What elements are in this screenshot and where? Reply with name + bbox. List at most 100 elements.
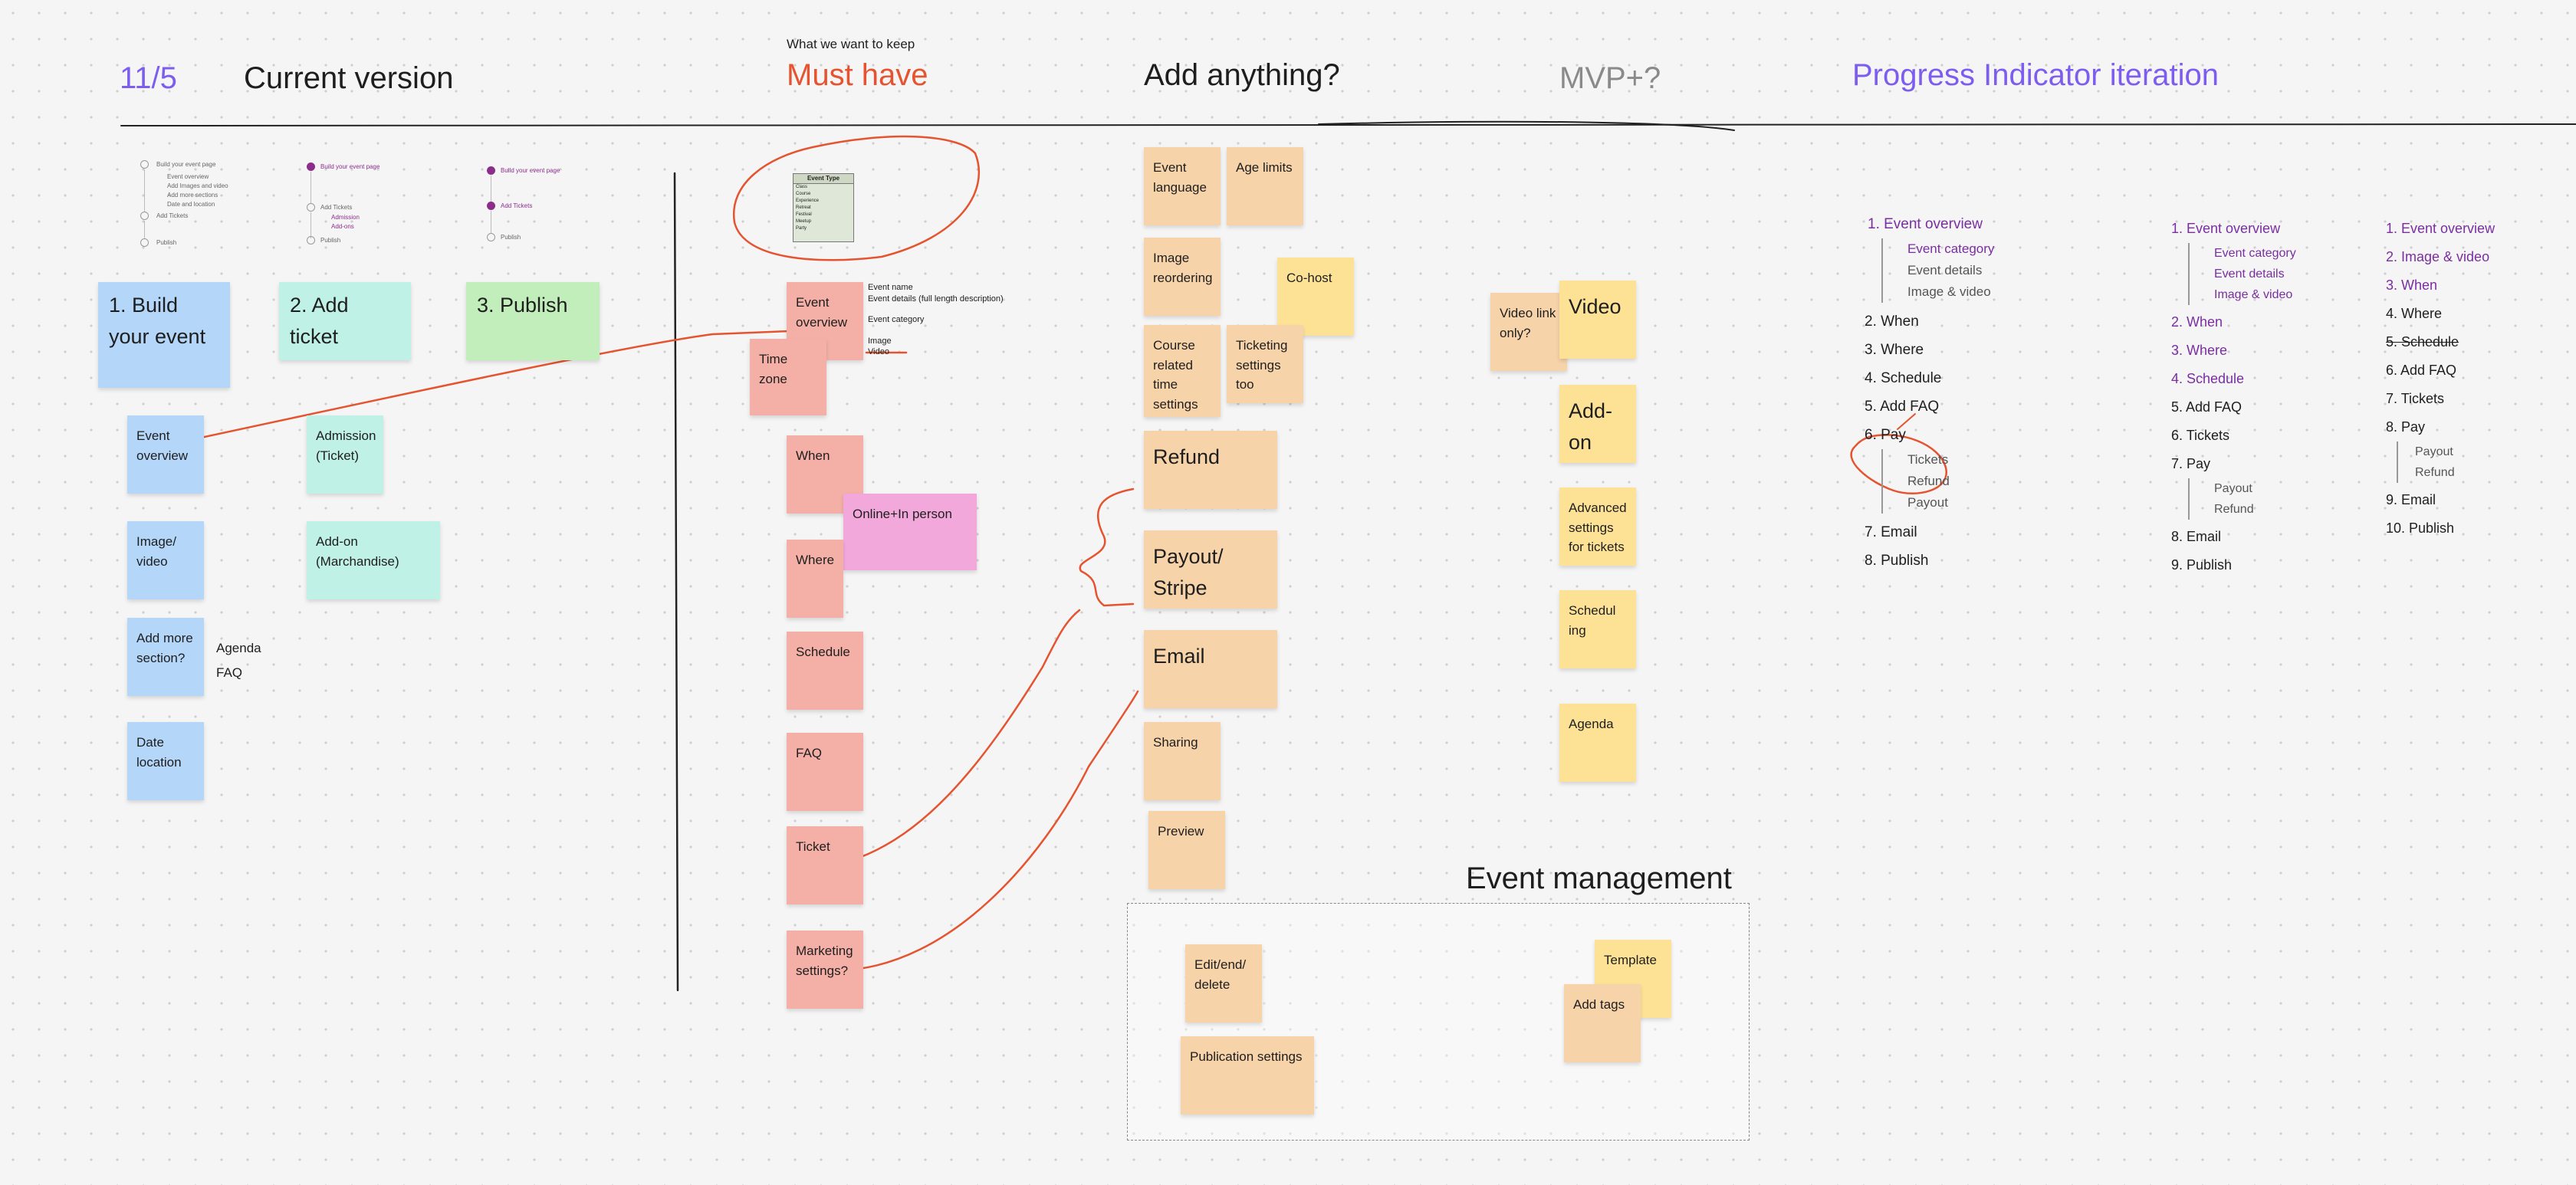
sticky-scheduling[interactable]: Schedul ing — [1559, 590, 1636, 668]
ticket-link-line — [840, 609, 1081, 865]
sticky-video[interactable]: Video — [1559, 281, 1636, 359]
sticky-time-zone[interactable]: Time zone — [750, 339, 826, 415]
progress-list-3: 1. Event overview 2. Image & video 3. Wh… — [2386, 215, 2495, 543]
section-divider-line — [673, 172, 679, 992]
list-item: 4. Where — [2386, 306, 2443, 321]
list-item: Image & video — [2214, 288, 2293, 301]
list-item: 3. When — [2386, 277, 2438, 293]
list-item: 1. Event overview — [2171, 221, 2281, 236]
sticky-publish[interactable]: 3. Publish — [466, 282, 600, 360]
event-management-title: Event management — [1466, 862, 1732, 895]
list-item: 7. Pay — [2171, 456, 2211, 471]
sticky-schedule[interactable]: Schedule — [787, 632, 863, 710]
list-item: 4. Schedule — [2171, 371, 2245, 386]
sticky-online-in-person[interactable]: Online+In person — [843, 494, 977, 570]
list-item: 3. Where — [1865, 342, 1924, 358]
event-type-circle — [732, 135, 980, 261]
event-type-table: Event Type Class Course Experience Retre… — [793, 173, 854, 242]
sticky-mvp-addon[interactable]: Add-on — [1559, 385, 1636, 463]
list-item: Image & video — [1907, 284, 1991, 299]
sticky-add-tags[interactable]: Add tags — [1564, 984, 1641, 1062]
flow1-step3: Publish — [156, 239, 177, 246]
table-row: Class — [796, 185, 808, 189]
flow1-sub2: Add Images and video — [167, 182, 228, 189]
list-item: Payout — [2214, 482, 2252, 495]
sticky-video-link-only[interactable]: Video link only? — [1490, 293, 1567, 371]
sticky-publication-settings[interactable]: Publication settings — [1181, 1036, 1314, 1114]
must-have-title: Must have — [787, 58, 928, 92]
flow2-sub2: Add-ons — [331, 223, 354, 230]
sticky-admission[interactable]: Admission (Ticket) — [307, 415, 383, 494]
table-row: Course — [796, 192, 811, 196]
sticky-add-more-section[interactable]: Add more section? — [127, 618, 204, 696]
sticky-add-ticket[interactable]: 2. Add ticket — [279, 282, 411, 360]
overview-link-line — [189, 330, 791, 442]
refund-brace — [1079, 487, 1135, 607]
list-item: 7. Tickets — [2386, 391, 2445, 406]
sticky-ticket[interactable]: Ticket — [787, 826, 863, 904]
list-item: 8. Email — [2171, 529, 2222, 544]
sticky-image-video[interactable]: Image/ video — [127, 521, 204, 599]
current-version-title: Current version — [244, 61, 454, 95]
sticky-marketing-settings[interactable]: Marketing settings? — [787, 931, 863, 1009]
note-agenda: Agenda — [216, 641, 261, 655]
sticky-event-overview[interactable]: Event overview — [127, 415, 204, 494]
flow2-sub1: Admission — [331, 214, 360, 221]
sticky-addon[interactable]: Add-on (Marchandise) — [307, 521, 440, 599]
list-item: 6. Add FAQ — [2386, 363, 2457, 378]
sticky-faq[interactable]: FAQ — [787, 733, 863, 811]
pay-circle — [1850, 434, 1947, 494]
sticky-preview[interactable]: Preview — [1148, 811, 1225, 889]
list-item: Event details — [2214, 268, 2285, 281]
list-item: 6. Pay — [1865, 427, 1906, 443]
date-label: 11/5 — [120, 61, 177, 95]
flow1-step2: Add Tickets — [156, 212, 189, 219]
list-item: Payout — [1907, 495, 1948, 510]
sticky-course-time-settings[interactable]: Course related time settings — [1144, 325, 1221, 417]
list-item: Event category — [2214, 247, 2296, 260]
list-item: Refund — [2214, 503, 2254, 516]
overview-note-category: Event category — [868, 315, 925, 324]
list-item: 8. Pay — [2386, 419, 2426, 435]
sticky-refund[interactable]: Refund — [1144, 431, 1277, 509]
list-item: 2. When — [1865, 313, 1919, 330]
header-divider-line — [120, 123, 2576, 126]
list-item: 9. Publish — [2171, 557, 2233, 573]
sticky-ticketing-settings[interactable]: Ticketing settings too — [1227, 325, 1303, 403]
list-item: 2. When — [2171, 314, 2223, 330]
flow1-sub4: Date and location — [167, 201, 215, 208]
sticky-event-language[interactable]: Event language — [1144, 147, 1221, 225]
table-row: Festival — [796, 212, 812, 217]
list-item: 1. Event overview — [1868, 216, 1983, 232]
list-item: Refund — [1907, 474, 1950, 488]
list-item: 5. Add FAQ — [1865, 399, 1940, 415]
flow3-step1: Build your event page — [501, 167, 560, 174]
sticky-age-limits[interactable]: Age limits — [1227, 147, 1303, 225]
sticky-sharing[interactable]: Sharing — [1144, 722, 1221, 800]
sticky-date-location[interactable]: Date location — [127, 722, 204, 800]
sticky-edit-end-delete[interactable]: Edit/end/ delete — [1185, 944, 1262, 1023]
sticky-where[interactable]: Where — [787, 540, 843, 618]
sticky-mvp-agenda[interactable]: Agenda — [1559, 704, 1636, 782]
list-item: 8. Publish — [1865, 553, 1929, 569]
table-row: Experience — [796, 199, 820, 203]
flow1-step1: Build your event page — [156, 161, 216, 168]
header-divider-curve — [1318, 120, 1735, 131]
sticky-advanced-ticket-settings[interactable]: Advanced settings for tickets — [1559, 487, 1636, 566]
sticky-email[interactable]: Email — [1144, 630, 1277, 708]
list-item: 3. Where — [2171, 343, 2228, 358]
sticky-cohost[interactable]: Co-host — [1277, 258, 1354, 336]
sticky-image-reordering[interactable]: Image reordering — [1144, 238, 1221, 316]
add-anything-title: Add anything? — [1144, 58, 1340, 92]
sticky-build-your-event[interactable]: 1. Build your event — [98, 282, 230, 388]
list-item: 2. Image & video — [2386, 249, 2490, 264]
flow2-step1: Build your event page — [320, 163, 380, 170]
sticky-when[interactable]: When — [787, 435, 863, 514]
sticky-payout-stripe[interactable]: Payout/ Stripe — [1144, 530, 1277, 609]
flow1-sub3: Add more sections — [167, 192, 219, 199]
list-item: 7. Email — [1865, 524, 1917, 540]
list-item: 5. Add FAQ — [2171, 399, 2242, 415]
list-item: 9. Email — [2386, 492, 2436, 507]
event-type-table-title: Event Type — [794, 174, 853, 184]
